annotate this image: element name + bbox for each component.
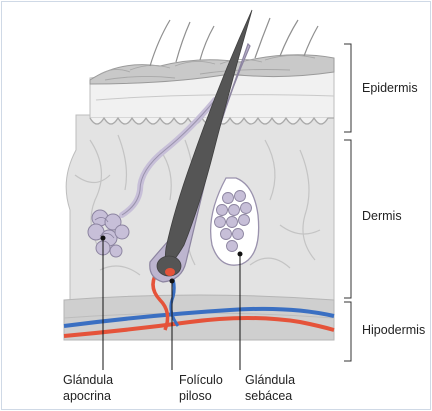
layer-label-epidermis: Epidermis	[362, 81, 418, 95]
label-sebaceous-line1: Glándula	[245, 373, 295, 387]
label-sebaceous-line2: sebácea	[245, 389, 292, 403]
layer-label-hypodermis: Hipodermis	[362, 323, 425, 337]
dermal-papilla	[165, 268, 175, 276]
label-follicle-line1: Folículo	[179, 373, 223, 387]
layer-label-dermis: Dermis	[362, 209, 402, 223]
label-apocrine-line2: apocrina	[63, 389, 111, 403]
label-apocrine-line1: Glándula	[63, 373, 113, 387]
layer-brackets	[344, 44, 351, 361]
label-follicle-line2: piloso	[179, 389, 212, 403]
